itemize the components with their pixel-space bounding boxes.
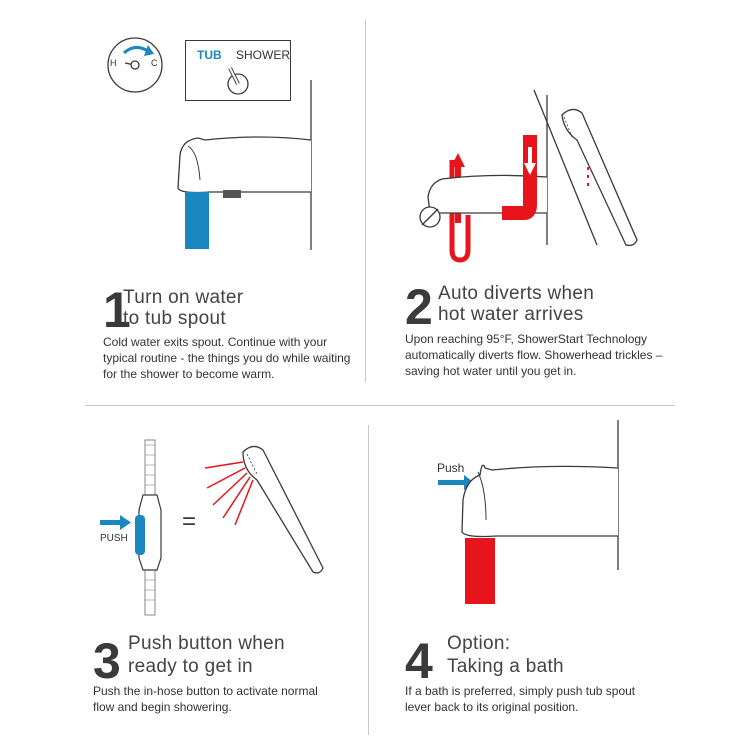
step-number: 4 (405, 633, 433, 689)
step-title-line2: to tub spout (123, 308, 226, 329)
step-number: 3 (93, 633, 121, 689)
shower-label: SHOWER (236, 48, 290, 62)
in-hose-button-diagram (100, 439, 324, 616)
hot-cold-dial-icon (107, 37, 163, 93)
step-description: Cold water exits spout. Continue with yo… (103, 335, 351, 381)
tub-label: TUB (197, 48, 222, 62)
tub-spout-hot-water (438, 420, 619, 604)
step-title-line2: Taking a bath (447, 656, 564, 677)
divider-bottom (368, 425, 369, 735)
step-description: Push the in-hose button to activate norm… (93, 684, 318, 714)
step-description: If a bath is preferred, simply push tub … (405, 684, 636, 714)
step-title-line1: Push button when (128, 633, 285, 654)
divider-middle (85, 405, 675, 406)
step-title-line1: Option: (447, 633, 511, 654)
push-hose-label: PUSH (100, 533, 128, 544)
cold-label: C (151, 58, 158, 68)
tub-spout-cold-water (177, 80, 312, 250)
push-spout-label: Push (437, 461, 465, 475)
divider-top (365, 20, 366, 382)
diverter-valve-diagram (419, 89, 638, 263)
step-title-line2: hot water arrives (438, 304, 584, 325)
equals-sign: = (182, 508, 197, 535)
step-title-line1: Turn on water (123, 287, 244, 308)
lever-icon (227, 67, 249, 95)
step-title-line1: Auto diverts when (438, 283, 595, 304)
tub-shower-selector (185, 40, 291, 101)
step-title-line2: ready to get in (128, 656, 253, 677)
step-number: 2 (405, 279, 433, 335)
step-description: Upon reaching 95°F, ShowerStart Technolo… (405, 332, 663, 378)
hot-label: H (110, 58, 117, 68)
step-number: 1 (103, 282, 131, 338)
